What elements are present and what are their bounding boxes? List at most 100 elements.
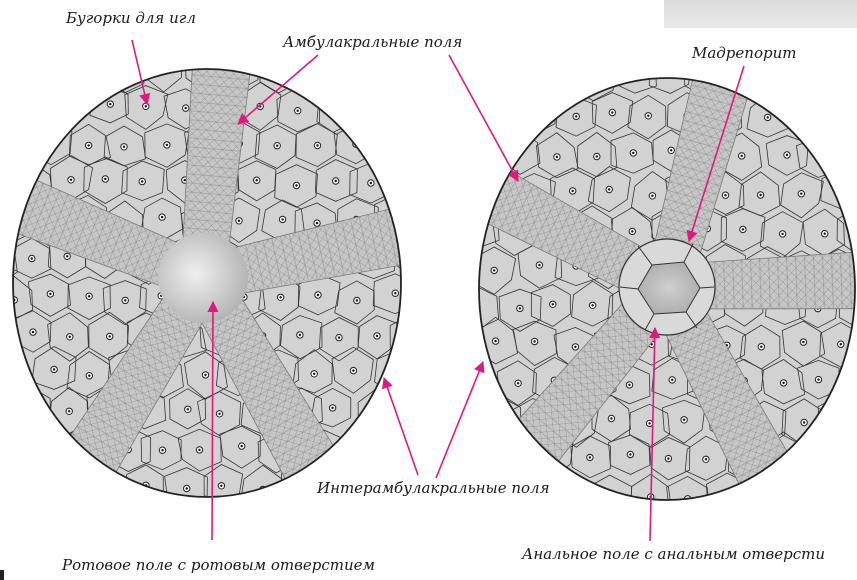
spine-tubercle: [761, 494, 767, 500]
spine-tubercle-core: [647, 115, 649, 117]
interambulacral-plate: [422, 433, 461, 477]
spine-tubercle: [782, 76, 788, 82]
spine-tubercle-core: [394, 292, 396, 294]
spine-tubercle-core: [123, 72, 125, 74]
spine-tubercle-core: [461, 194, 463, 196]
spine-tubercle-core: [556, 156, 558, 158]
spine-tubercle-core: [354, 64, 356, 66]
spine-tubercle-core: [476, 382, 478, 384]
interambulacral-plate: [498, 57, 536, 101]
spine-tubercle-core: [104, 489, 106, 491]
label-ambulacral-fields: Амбулакральные поля: [283, 33, 462, 51]
spine-tubercle-core: [572, 190, 574, 192]
spine-tubercle-core: [88, 295, 90, 297]
spine-tubercle: [427, 219, 433, 225]
interambulacral-plate: [743, 474, 785, 521]
spine-tubercle-core: [628, 384, 630, 386]
interambulacral-plate: [823, 93, 857, 133]
spine-tubercle-core: [840, 343, 842, 345]
spine-tubercle: [444, 104, 450, 110]
interambulacral-plate: [421, 133, 461, 180]
spine-tubercle: [458, 112, 464, 118]
spine-tubercle-core: [476, 306, 478, 308]
spine-tubercle-core: [517, 382, 519, 384]
interambulacral-plate: [411, 275, 450, 320]
spine-tubercle-core: [68, 410, 70, 412]
spine-tubercle-core: [458, 265, 460, 267]
spine-tubercle: [438, 226, 444, 232]
spine-tubercle: [454, 344, 460, 350]
spine-tubercle-core: [374, 105, 376, 107]
spine-tubercle-core: [279, 296, 281, 298]
spine-tubercle-core: [184, 179, 186, 181]
spine-tubercle-core: [370, 182, 372, 184]
spine-tubercle-core: [281, 218, 283, 220]
spine-tubercle: [8, 217, 14, 223]
label-spine-tubercles: Бугорки для игл: [66, 9, 196, 27]
spine-tubercle: [393, 214, 399, 220]
spine-tubercle-core: [236, 67, 238, 69]
spine-tubercle-core: [300, 482, 302, 484]
slide-edge-mark: [0, 570, 4, 580]
spine-tubercle-core: [743, 76, 745, 78]
spine-tubercle-core: [611, 111, 613, 113]
interambulacral-plate: [0, 429, 34, 474]
spine-tubercle-core: [538, 264, 540, 266]
interambulacral-plate: [438, 247, 480, 288]
spine-tubercle-core: [439, 455, 441, 457]
spine-tubercle-core: [85, 67, 87, 69]
spine-tubercle-core: [104, 178, 106, 180]
spine-tubercle-core: [629, 453, 631, 455]
spine-tubercle-core: [395, 216, 397, 218]
oral-field: [158, 233, 248, 323]
spine-tubercle-core: [161, 216, 163, 218]
spine-tubercle-core: [87, 144, 89, 146]
spine-tubercle: [498, 109, 504, 115]
spine-tubercle: [50, 443, 56, 449]
spine-tubercle: [479, 456, 485, 462]
spine-tubercle-core: [124, 299, 126, 301]
spine-tubercle-core: [297, 110, 299, 112]
spine-tubercle: [102, 487, 108, 493]
arrow-oral-field: [212, 302, 213, 540]
spine-tubercle-core: [313, 373, 315, 375]
spine-tubercle-core: [185, 107, 187, 109]
spine-tubercle-core: [683, 419, 685, 421]
interambulacral-plate: [409, 48, 451, 93]
spine-tubercle: [428, 69, 434, 75]
spine-tubercle: [372, 103, 378, 109]
spine-tubercle-core: [610, 417, 612, 419]
spine-tubercle-core: [440, 155, 442, 157]
spine-tubercle-core: [65, 484, 67, 486]
spine-tubercle-core: [596, 155, 598, 157]
spine-tubercle-core: [396, 445, 398, 447]
spine-tubercle-core: [763, 496, 765, 498]
spine-tubercle: [410, 404, 416, 410]
interambulacral-plate: [457, 134, 497, 179]
interambulacral-plate: [480, 89, 523, 134]
spine-tubercle-core: [440, 228, 442, 230]
interambulacral-plate: [390, 164, 430, 202]
oral-side-disc: [0, 36, 473, 513]
spine-tubercle-core: [759, 194, 761, 196]
spine-tubercle-core: [498, 417, 500, 419]
apical-system: [619, 239, 715, 335]
interambulacral-plate: [421, 58, 465, 100]
spine-tubercle-core: [817, 378, 819, 380]
spine-tubercle-core: [575, 115, 577, 117]
spine-tubercle-core: [760, 346, 762, 348]
spine-tubercle-core: [256, 179, 258, 181]
spine-tubercle: [459, 192, 465, 198]
spine-tubercle: [161, 65, 167, 71]
spine-tubercle-core: [439, 301, 441, 303]
spine-tubercle: [590, 76, 596, 82]
spine-tubercle-core: [11, 449, 13, 451]
interambulacral-plate: [32, 427, 74, 465]
spine-tubercle: [48, 140, 54, 146]
spine-tubercle: [409, 334, 415, 340]
spine-tubercle-core: [608, 188, 610, 190]
interambulacral-plate: [854, 94, 857, 136]
spine-tubercle-core: [741, 155, 743, 157]
spine-tubercle-core: [632, 152, 634, 154]
spine-tubercle-core: [314, 70, 316, 72]
